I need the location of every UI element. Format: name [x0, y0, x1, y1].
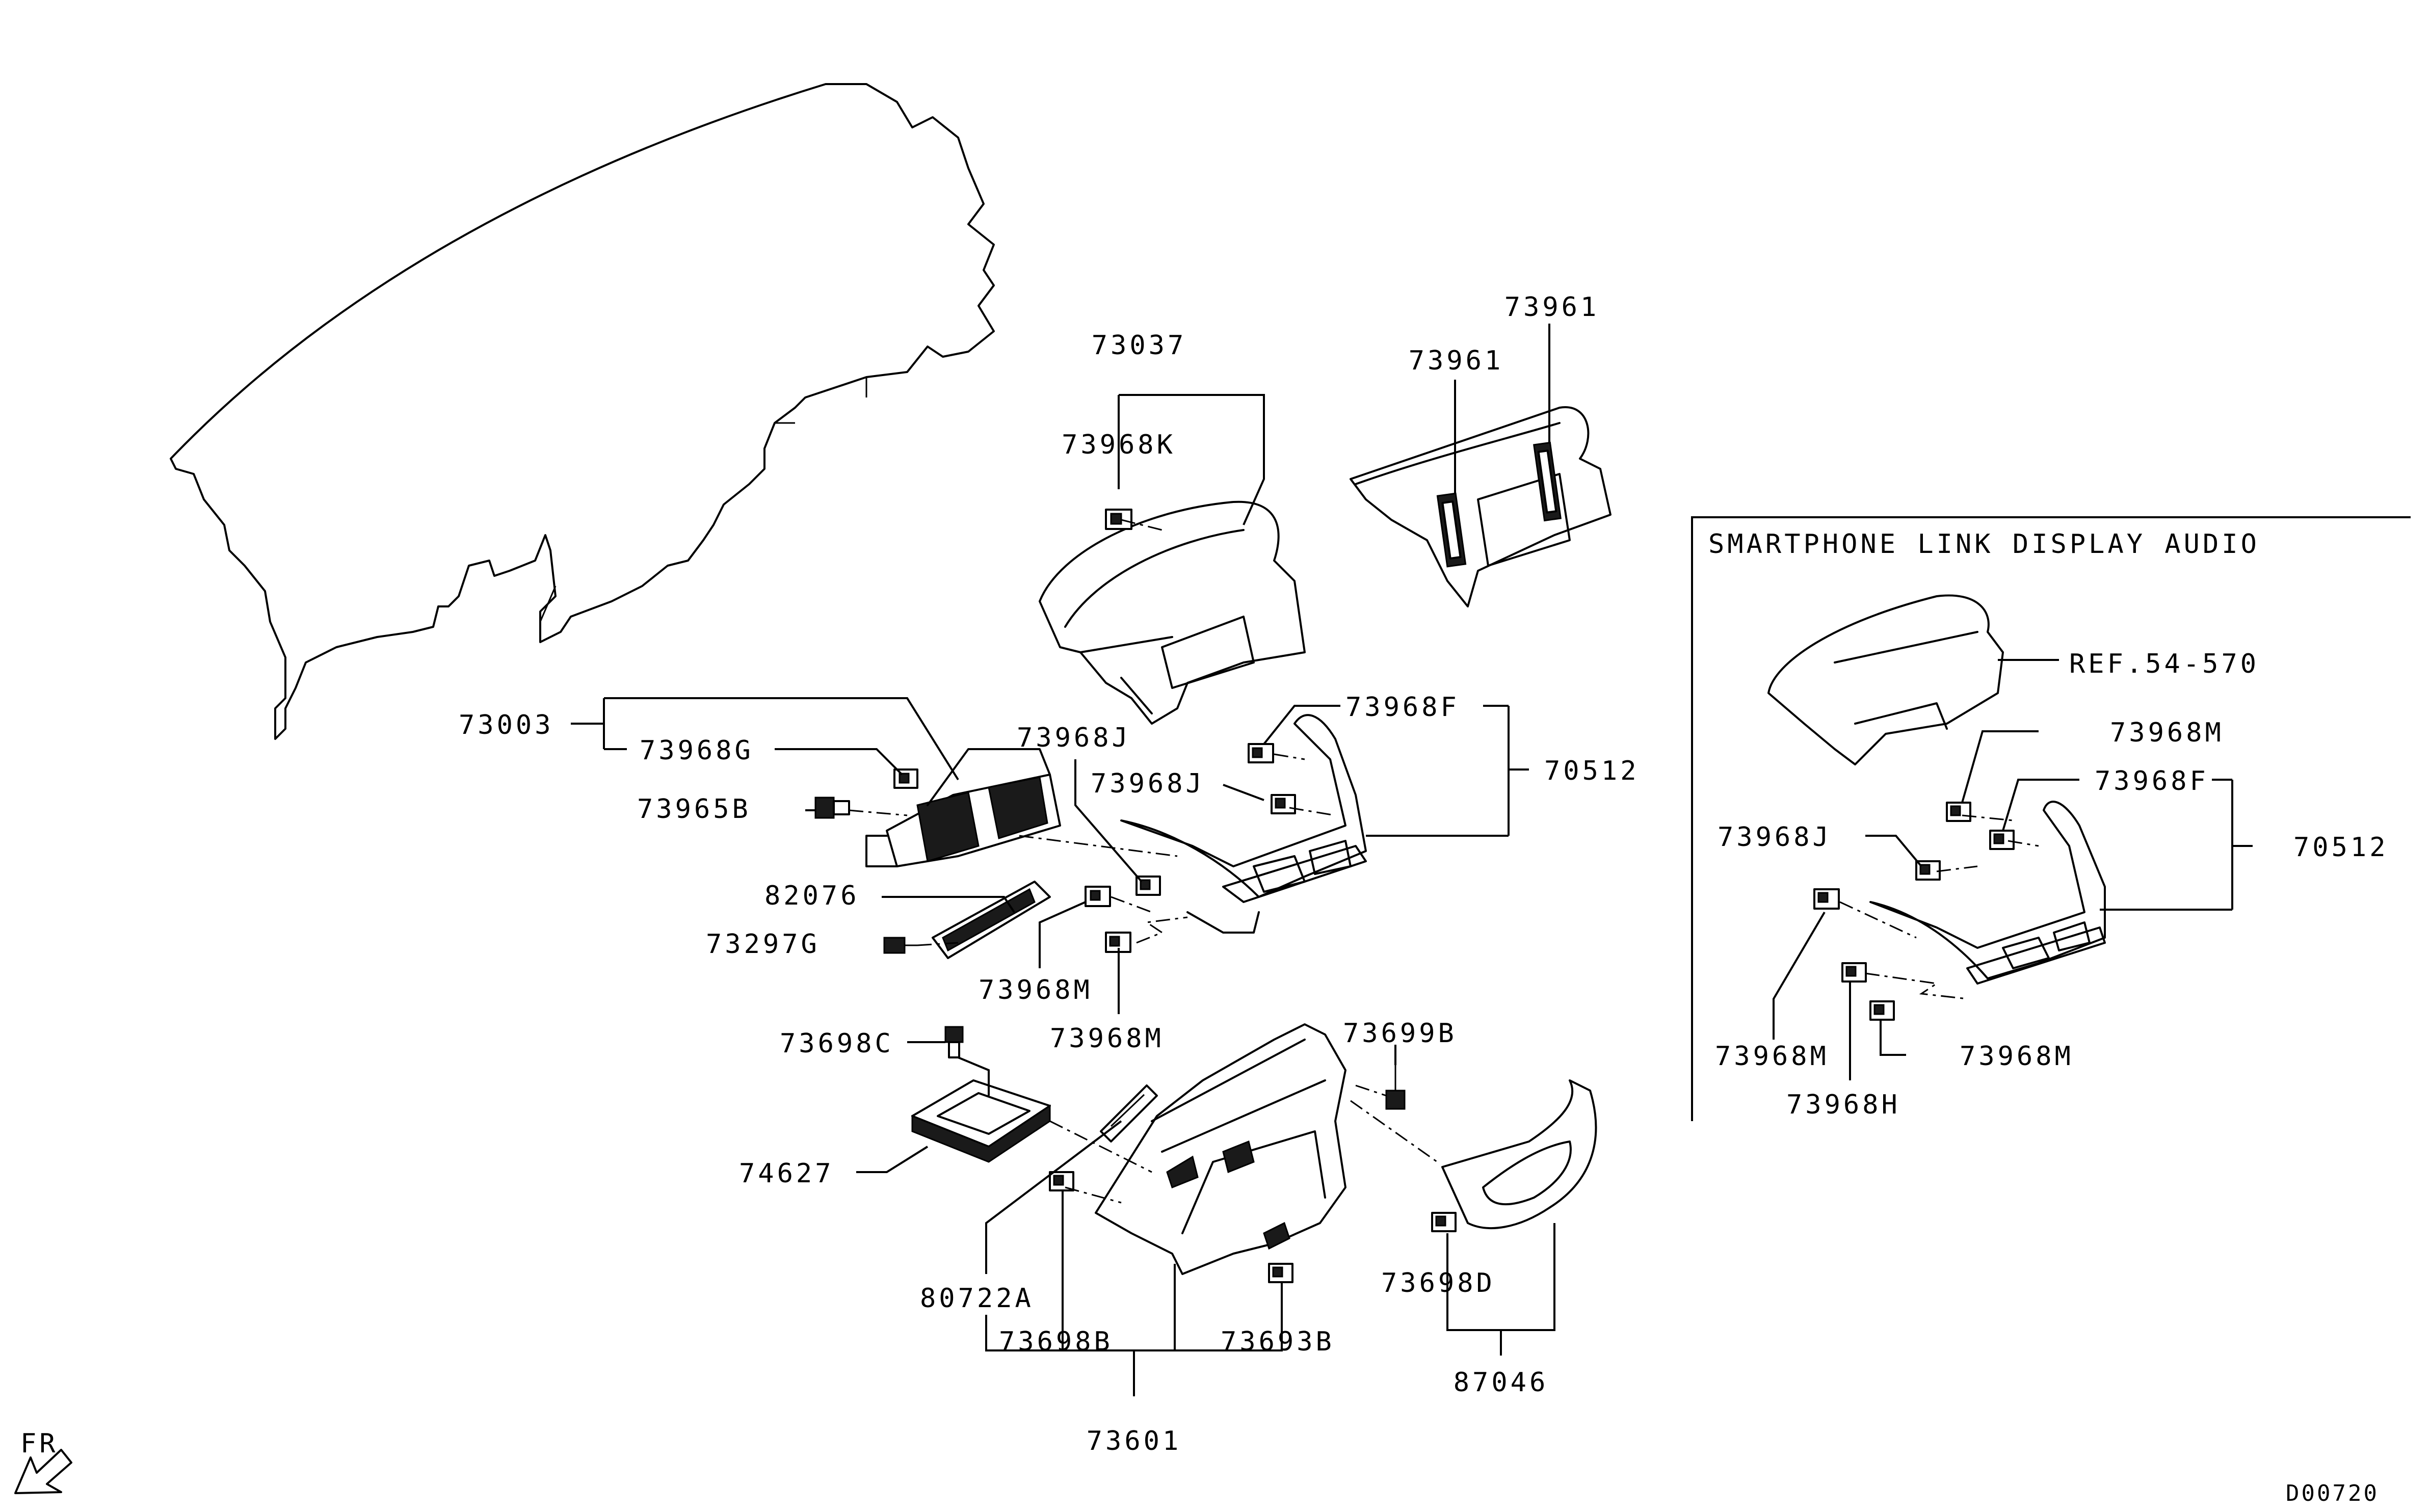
- inset-label-73968M-left: 73968M: [1715, 1041, 1829, 1072]
- label-73698C: 73698C: [780, 1028, 894, 1059]
- drawing-id: D00720: [2286, 1480, 2379, 1506]
- label-73968F: 73968F: [1345, 692, 1460, 723]
- inset-clip-73968M-top: [1946, 802, 1971, 822]
- inset-ref-label: REF.54-570: [2069, 649, 2259, 679]
- leader-lines: [571, 324, 1555, 1396]
- bracket-73961-left: [1436, 492, 1467, 568]
- instrument-panel-detail: [539, 377, 867, 622]
- inset-label-73968J: 73968J: [1718, 822, 1832, 853]
- label-73968J-a: 73968J: [1017, 723, 1131, 753]
- inset-panel: SMARTPHONE LINK DISPLAY AUDIO REF.54-570…: [1691, 516, 2411, 1121]
- lower-trim-87046: [1441, 1079, 1597, 1229]
- tray-74627: [911, 1079, 1051, 1163]
- part-labels: 73037 73968K 73961 73961 73003 73968G 73…: [459, 292, 1640, 1456]
- clip-73968K: [1105, 509, 1132, 530]
- air-vent-73003: [865, 748, 1061, 867]
- inset-label-73968F: 73968F: [2095, 766, 2209, 797]
- label-73961-right: 73961: [1504, 292, 1600, 323]
- meter-hood-assembly: [1039, 500, 1306, 725]
- label-73965B: 73965B: [637, 794, 751, 825]
- label-73693B: 73693B: [1221, 1327, 1335, 1357]
- assembly-lines: [849, 519, 1438, 1204]
- clip-73968J-b: [1271, 794, 1296, 814]
- inset-border: [1691, 516, 2411, 1121]
- label-80722A: 80722A: [920, 1283, 1034, 1314]
- label-73698B: 73698B: [999, 1327, 1113, 1357]
- screw-73965B: [814, 797, 850, 819]
- bolt-73699B: [1385, 1065, 1406, 1110]
- screw-73297G: [883, 937, 917, 954]
- label-73297G: 73297G: [706, 929, 820, 960]
- bracket-73961-right: [1533, 441, 1562, 522]
- inset-label-70512: 70512: [2293, 832, 2389, 863]
- switch-panel-82076: [932, 881, 1051, 959]
- clip-73968J-a: [1135, 876, 1161, 896]
- instrument-panel-outline: [170, 83, 995, 740]
- clip-73968G: [893, 768, 918, 789]
- clip-73693B: [1268, 1263, 1293, 1283]
- screw-73698C: [944, 1026, 964, 1058]
- label-73699B: 73699B: [1343, 1018, 1457, 1049]
- bracket-80722A: [1100, 1084, 1158, 1143]
- console-frame-73601: [1095, 1023, 1346, 1275]
- label-74627: 74627: [739, 1158, 834, 1189]
- clip-73698B: [1049, 1171, 1074, 1191]
- clip-73698D: [1431, 1212, 1457, 1232]
- clip-73968F: [1248, 743, 1274, 763]
- clip-73968M-a: [1085, 886, 1111, 907]
- front-direction-indicator: FR: [14, 1428, 72, 1494]
- front-label: FR: [20, 1428, 59, 1459]
- inset-clip-73968M-right: [1869, 1000, 1895, 1021]
- label-73961-left: 73961: [1409, 346, 1504, 376]
- inset-clip-73968M-left: [1813, 888, 1840, 910]
- label-87046: 87046: [1454, 1367, 1549, 1398]
- inset-title: SMARTPHONE LINK DISPLAY AUDIO: [1708, 529, 2260, 560]
- display-housing: [1350, 406, 1612, 607]
- center-panel-70512: [1120, 714, 1367, 934]
- inset-clip-73968F: [1989, 830, 2015, 850]
- label-73601: 73601: [1087, 1426, 1182, 1456]
- label-73968G: 73968G: [640, 735, 754, 766]
- label-73968K: 73968K: [1062, 430, 1176, 460]
- label-73698D: 73698D: [1381, 1268, 1495, 1298]
- label-73003: 73003: [459, 710, 554, 740]
- label-70512: 70512: [1544, 756, 1640, 786]
- inset-clip-73968H: [1841, 962, 1867, 983]
- inset-label-73968H: 73968H: [1786, 1090, 1900, 1120]
- label-73968J-b: 73968J: [1091, 768, 1205, 799]
- label-73968M-b: 73968M: [1050, 1023, 1164, 1054]
- front-arrow-icon: [14, 1449, 72, 1494]
- inset-label-73968M-top: 73968M: [2110, 718, 2224, 748]
- label-73968M-a: 73968M: [979, 975, 1093, 1005]
- inset-label-73968M-right: 73968M: [1960, 1041, 2074, 1072]
- label-73037: 73037: [1092, 330, 1187, 361]
- label-82076: 82076: [764, 881, 860, 911]
